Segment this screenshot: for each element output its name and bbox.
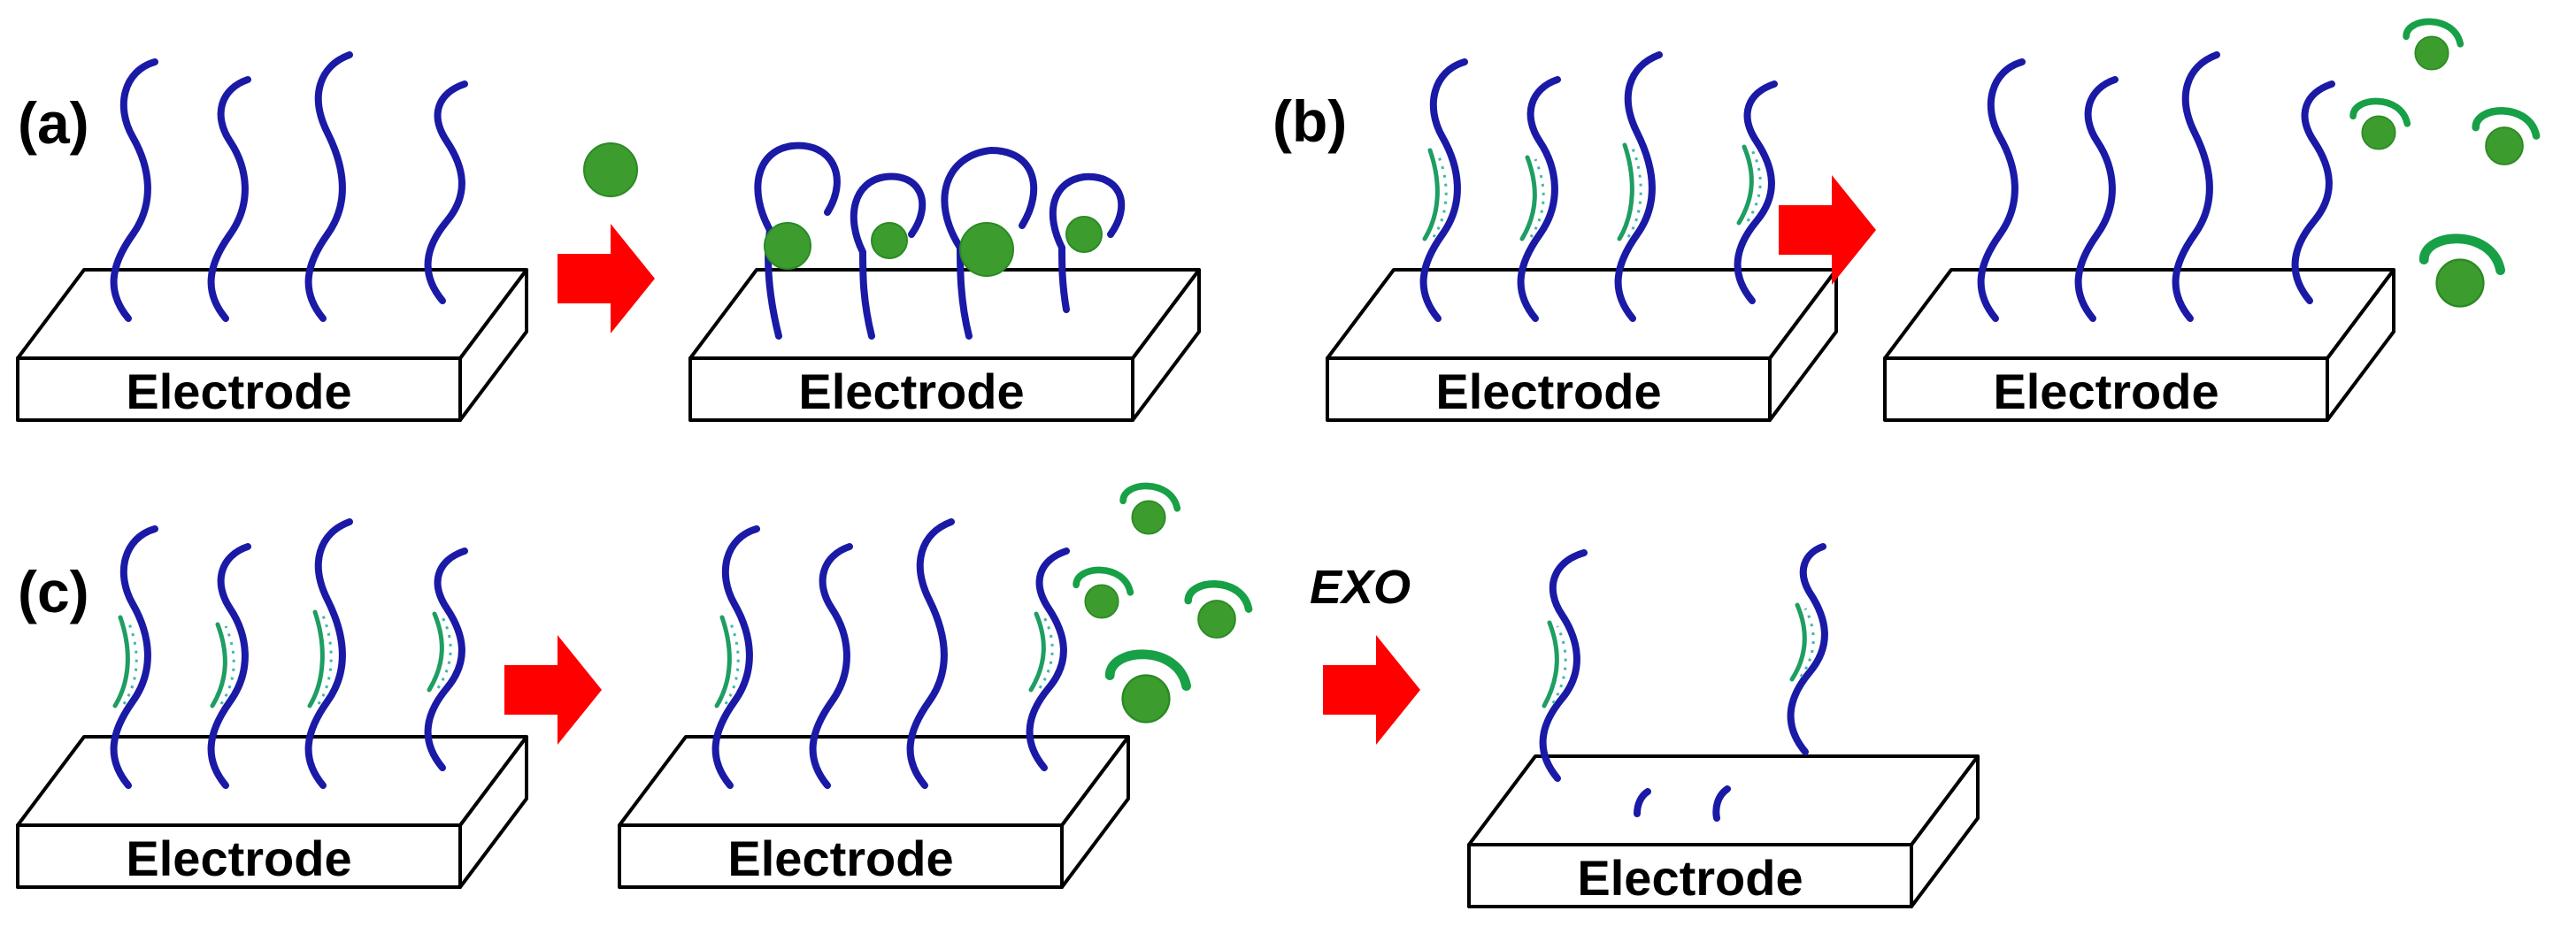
exo-label: EXO: [1310, 561, 1411, 614]
electrode-label: Electrode: [798, 364, 1024, 419]
electrode-c1: Electrode: [16, 522, 528, 889]
electrode-a1: Electrode: [16, 55, 528, 422]
electrode-label: Electrode: [126, 831, 351, 886]
electrode-c2: Electrode: [618, 518, 1130, 889]
electrode-label: Electrode: [1577, 850, 1803, 906]
electrode-label: Electrode: [1435, 364, 1661, 419]
electrode-c3: Electrode: [1467, 543, 1980, 908]
electrode-a2: Electrode: [688, 142, 1201, 422]
panel-label-b: (b): [1273, 88, 1347, 154]
panel-label-a: (a): [18, 90, 89, 156]
arrow-c1: [504, 635, 602, 745]
target-free-a: [583, 142, 638, 197]
electrode-b2: Electrode: [1883, 55, 2395, 422]
electrode-label: Electrode: [126, 364, 351, 419]
released-targets-b: [2353, 21, 2536, 306]
electrode-label: Electrode: [727, 831, 953, 886]
folded-probes: [754, 142, 1126, 340]
released-targets-c: [1076, 486, 1249, 722]
electrode-b1: Electrode: [1326, 55, 1838, 422]
panel-label-c: (c): [18, 559, 89, 624]
arrow-exo: [1323, 635, 1420, 745]
electrode-label: Electrode: [1993, 364, 2218, 419]
arrow-a: [557, 224, 655, 333]
